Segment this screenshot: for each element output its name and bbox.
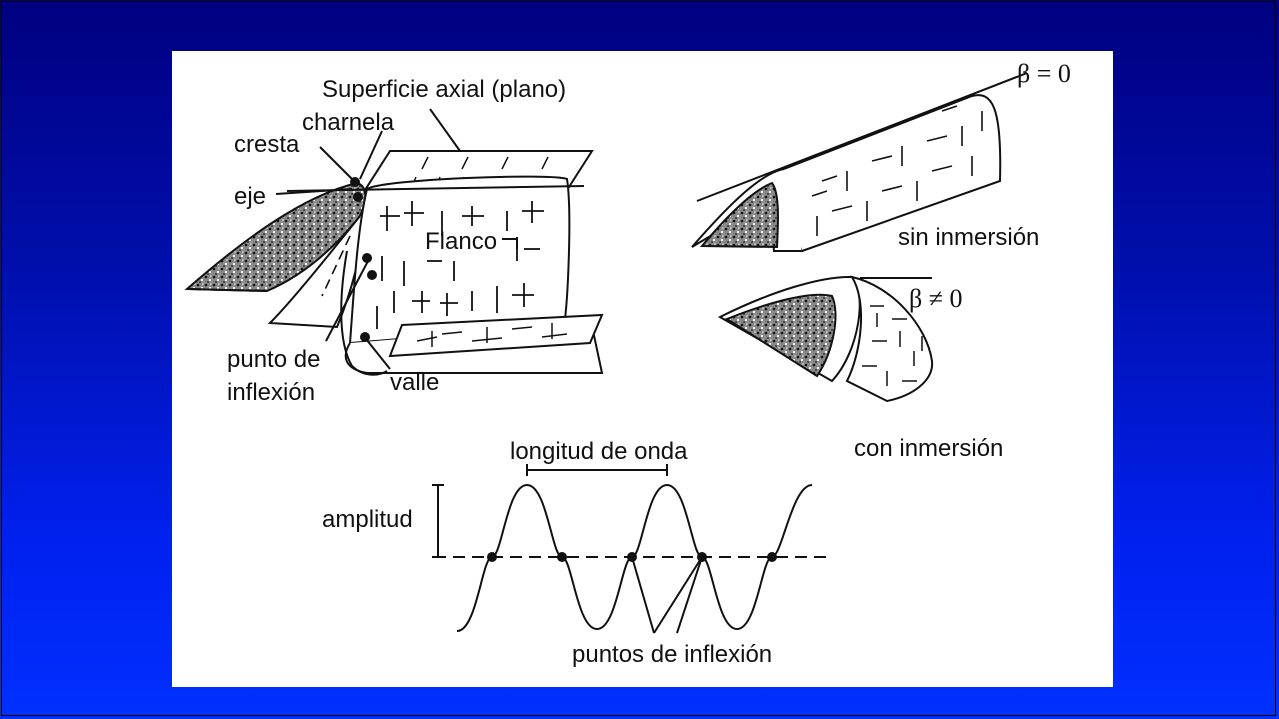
label-cresta: cresta (234, 131, 300, 158)
label-punto-de: punto de (227, 346, 320, 373)
label-superficie-axial: Superficie axial (plano) (322, 76, 566, 103)
diagram-panel: Superficie axial (plano) charnela cresta… (172, 51, 1113, 687)
sine-wave-icon (432, 464, 832, 633)
label-con-inmersion: con inmersión (854, 435, 1003, 462)
label-longitud-de-onda: longitud de onda (510, 438, 688, 465)
wavelength-bracket (527, 464, 667, 476)
label-puntos-de-inflexion: puntos de inflexión (572, 641, 772, 668)
fold-diagram: Superficie axial (plano) charnela cresta… (172, 51, 1113, 687)
label-beta-nonzero: β ≠ 0 (909, 284, 963, 313)
inflection-leaders (632, 557, 702, 633)
label-valle: valle (390, 369, 439, 396)
label-inflexion: inflexión (227, 379, 315, 406)
amplitude-bracket (432, 485, 444, 557)
label-eje: eje (234, 183, 266, 210)
label-charnela: charnela (302, 109, 395, 136)
label-sin-inmersion: sin inmersión (898, 224, 1039, 251)
label-beta-zero: β = 0 (1017, 59, 1071, 88)
label-flanco: Flanco (425, 228, 497, 255)
label-amplitud: amplitud (322, 506, 413, 533)
plunging-fold-icon (720, 277, 932, 401)
